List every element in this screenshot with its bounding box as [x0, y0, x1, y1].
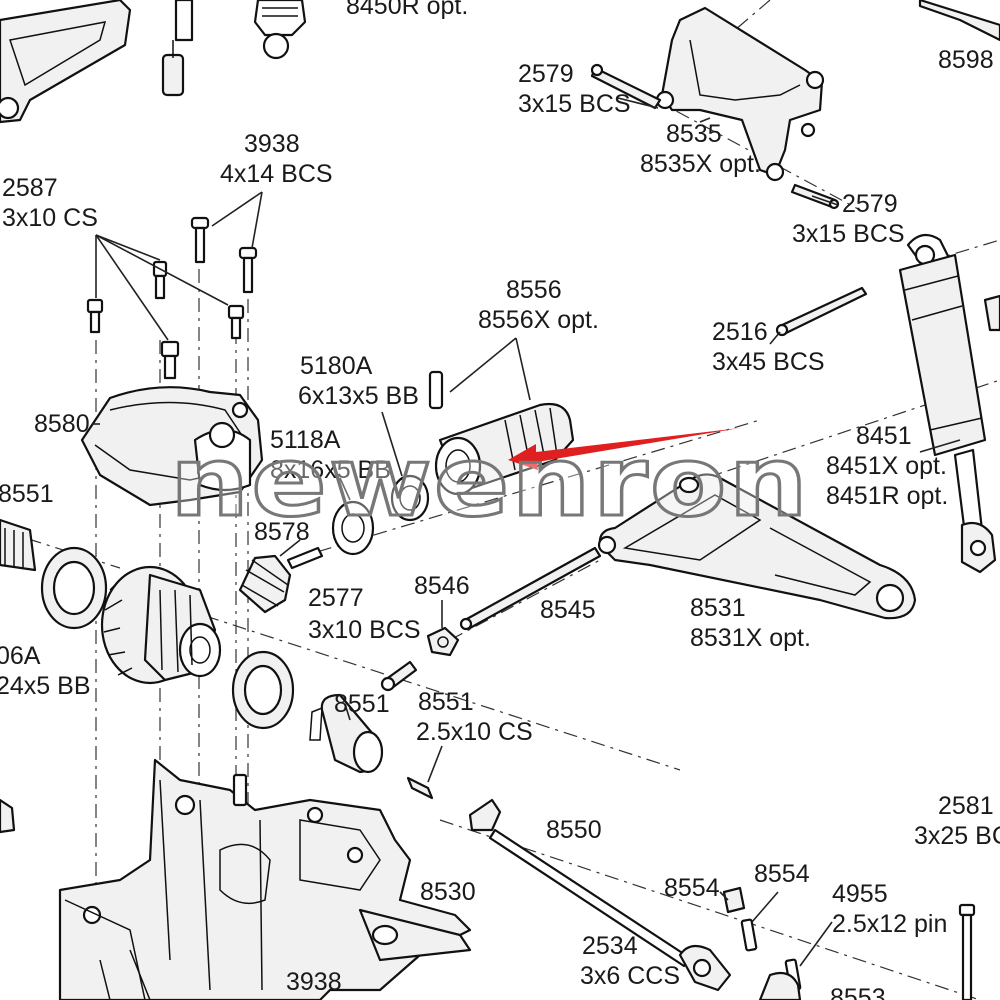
label-8546: 8546 — [414, 572, 470, 600]
label-8531-num: 8531 — [690, 594, 746, 622]
label-2587-desc: 3x10 CS — [2, 204, 98, 232]
label-8556-opt: 8556X opt. — [478, 306, 599, 334]
label-8535-num: 8535 — [666, 120, 722, 148]
label-8531-opt: 8531X opt. — [690, 624, 811, 652]
label-2516-desc: 3x45 BCS — [712, 348, 825, 376]
watermark-logo: newenron — [170, 426, 810, 538]
label-8578: 8578 — [254, 518, 310, 546]
label-5180a-num: 5180A — [300, 352, 373, 380]
bearings-and-pinion — [238, 474, 430, 614]
label-8551-left: 8551 — [0, 480, 54, 508]
differential-ring-gear — [100, 565, 222, 685]
label-2581-num: 2581 — [938, 792, 994, 820]
label-2579-top-num: 2579 — [518, 60, 574, 88]
bearing-and-cup-8551 — [231, 650, 434, 800]
label-8450r: 8450R opt. — [346, 0, 468, 20]
label-8554-left: 8554 — [664, 874, 720, 902]
label-2579-right-desc: 3x15 BCS — [792, 220, 905, 248]
label-5118a-desc: 8x16x5 BB — [270, 456, 391, 484]
label-8554-right: 8554 — [754, 860, 810, 888]
label-8535-opt: 8535X opt. — [640, 150, 761, 178]
label-8556-num: 8556 — [506, 276, 562, 304]
upper-arm-partial — [0, 0, 132, 124]
driveshaft-8550 — [468, 798, 732, 992]
label-2587-num: 2587 — [2, 174, 58, 202]
label-8550: 8550 — [546, 816, 602, 844]
label-8598: 8598 — [938, 46, 994, 74]
label-8545: 8545 — [540, 596, 596, 624]
label-8451-num: 8451 — [856, 422, 912, 450]
label-2534-desc: 3x6 CCS — [580, 962, 680, 990]
highlight-arrow — [508, 428, 740, 470]
hinge-block-8546 — [380, 626, 460, 692]
label-3938-bottom: 3938 — [286, 968, 342, 996]
label-2577-num: 2577 — [308, 584, 364, 612]
label-8580: 8580 — [34, 410, 90, 438]
label-24x5-bb: 24x5 BB — [0, 672, 91, 700]
diff-cover-8580 — [80, 386, 264, 507]
label-2579-right-num: 2579 — [842, 190, 898, 218]
label-8451-opt1: 8451X opt. — [826, 452, 947, 480]
label-3938-top-desc: 4x14 BCS — [220, 160, 333, 188]
leader-lines — [92, 97, 961, 967]
label-8553: 8553 — [830, 984, 886, 1000]
label-2577-desc: 3x10 BCS — [308, 616, 421, 644]
label-4955-num: 4955 — [832, 880, 888, 908]
lower-arm-8531 — [459, 473, 917, 631]
label-8530: 8530 — [420, 878, 476, 906]
label-4955-desc: 2.5x12 pin — [832, 910, 947, 938]
shock-8451 — [775, 233, 1000, 574]
label-2534-num: 2534 — [582, 932, 638, 960]
label-5118a-num: 5118A — [270, 426, 341, 454]
label-06a: 06A — [0, 642, 41, 670]
label-8551-screw-desc: 2.5x10 CS — [416, 718, 533, 746]
label-8451-opt2: 8451R opt. — [826, 482, 948, 510]
shock-partial-top — [161, 0, 307, 97]
label-2579-top-desc: 3x15 BCS — [518, 90, 631, 118]
label-8551-screw-num: 8551 — [418, 688, 474, 716]
pins-and-carrier — [722, 886, 976, 1000]
label-2581-desc: 3x25 BC — [914, 822, 1000, 850]
bulkhead-8530 — [0, 758, 472, 1000]
label-8551-mid: 8551 — [334, 690, 390, 718]
label-2516-num: 2516 — [712, 318, 768, 346]
upper-link-8535 — [590, 0, 1000, 210]
label-3938-top-num: 3938 — [244, 130, 300, 158]
left-shaft-and-bearing — [0, 518, 108, 630]
label-5180a-desc: 6x13x5 BB — [298, 382, 419, 410]
